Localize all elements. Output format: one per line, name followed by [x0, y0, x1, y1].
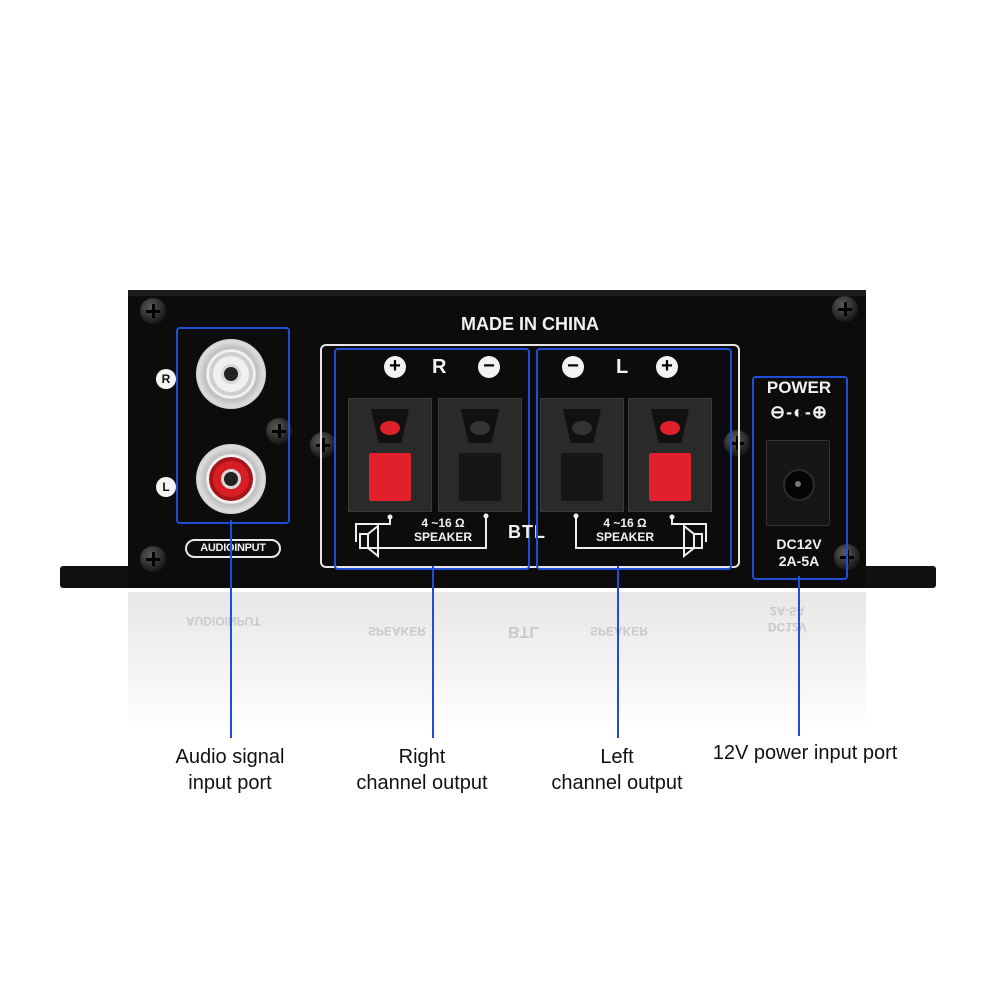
reflection-btl-text: BTL: [508, 623, 540, 640]
right-impedance: 4 ~16 Ω: [421, 516, 465, 530]
screw-icon: [832, 296, 858, 322]
callout-line2: channel output: [551, 772, 683, 794]
plus-icon: +: [656, 356, 678, 378]
callout-line1: Right: [398, 746, 446, 768]
speaker-icon: [355, 513, 489, 558]
speaker-terminal-icon[interactable]: [628, 398, 712, 512]
minus-icon: −: [478, 356, 500, 378]
reflection-voltage-text: DC12V: [768, 620, 807, 634]
callout-line-power: [798, 576, 800, 736]
speaker-frame: [320, 344, 740, 568]
audio-input-label: AUDIOINPUT: [185, 539, 281, 558]
callout-line1: Audio signal: [175, 746, 285, 768]
audio-input-highlight: [176, 327, 290, 524]
left-impedance: 4 ~16 Ω: [603, 516, 647, 530]
panel-reflection: [128, 592, 866, 732]
speaker-terminal-icon[interactable]: [348, 398, 432, 512]
right-channel-badge: R: [156, 369, 176, 389]
left-channel-badge: L: [156, 477, 176, 497]
reflection-audioinput-text: AUDIOINPUT: [186, 614, 261, 628]
left-output-highlight: [536, 348, 732, 570]
minus-icon: −: [562, 356, 584, 378]
screw-icon: [140, 298, 166, 324]
screw-icon: [724, 430, 750, 456]
speaker-terminal-icon[interactable]: [438, 398, 522, 512]
callout-audio-input: Audio signal input port: [130, 744, 330, 796]
right-speaker-text: SPEAKER: [413, 530, 472, 544]
screw-icon: [310, 432, 336, 458]
reflection-speaker-text-left: SPEAKER: [590, 624, 649, 638]
callout-line2: input port: [188, 772, 272, 794]
callout-line1: Left: [600, 746, 634, 768]
plus-icon: +: [384, 356, 406, 378]
callout-right-output: Right channel output: [322, 744, 522, 796]
callout-line-right: [432, 566, 434, 738]
screw-icon: [266, 418, 292, 444]
left-channel-name: L: [616, 356, 629, 378]
rca-jack-icon[interactable]: [196, 339, 266, 409]
btl-label: BTL: [508, 522, 546, 542]
made-in-label: MADE IN CHINA: [461, 314, 599, 334]
speaker-terminal-icon[interactable]: [540, 398, 624, 512]
left-speaker-text: SPEAKER: [595, 530, 654, 544]
callout-left-output: Left channel output: [517, 744, 717, 796]
power-voltage: DC12V: [776, 536, 822, 552]
callout-line1: 12V power input port: [712, 742, 898, 764]
power-highlight: [752, 376, 848, 580]
callout-power-input: 12V power input port: [690, 740, 920, 766]
reflection-speaker-text-right: SPEAKER: [368, 624, 427, 638]
polarity-icon: ⊖-◐-⊕: [769, 402, 829, 422]
callout-line-audio: [230, 520, 232, 738]
speaker-icon: [573, 513, 707, 558]
dc-jack-icon[interactable]: [766, 440, 830, 526]
rca-jack-icon[interactable]: [196, 444, 266, 514]
callout-line2: channel output: [356, 772, 488, 794]
panel-top-edge: [128, 290, 866, 296]
callout-line-left: [617, 566, 619, 738]
power-title: POWER: [766, 378, 832, 397]
right-channel-name: R: [432, 356, 447, 378]
power-current: 2A-5A: [778, 553, 820, 569]
screw-icon: [140, 546, 166, 572]
